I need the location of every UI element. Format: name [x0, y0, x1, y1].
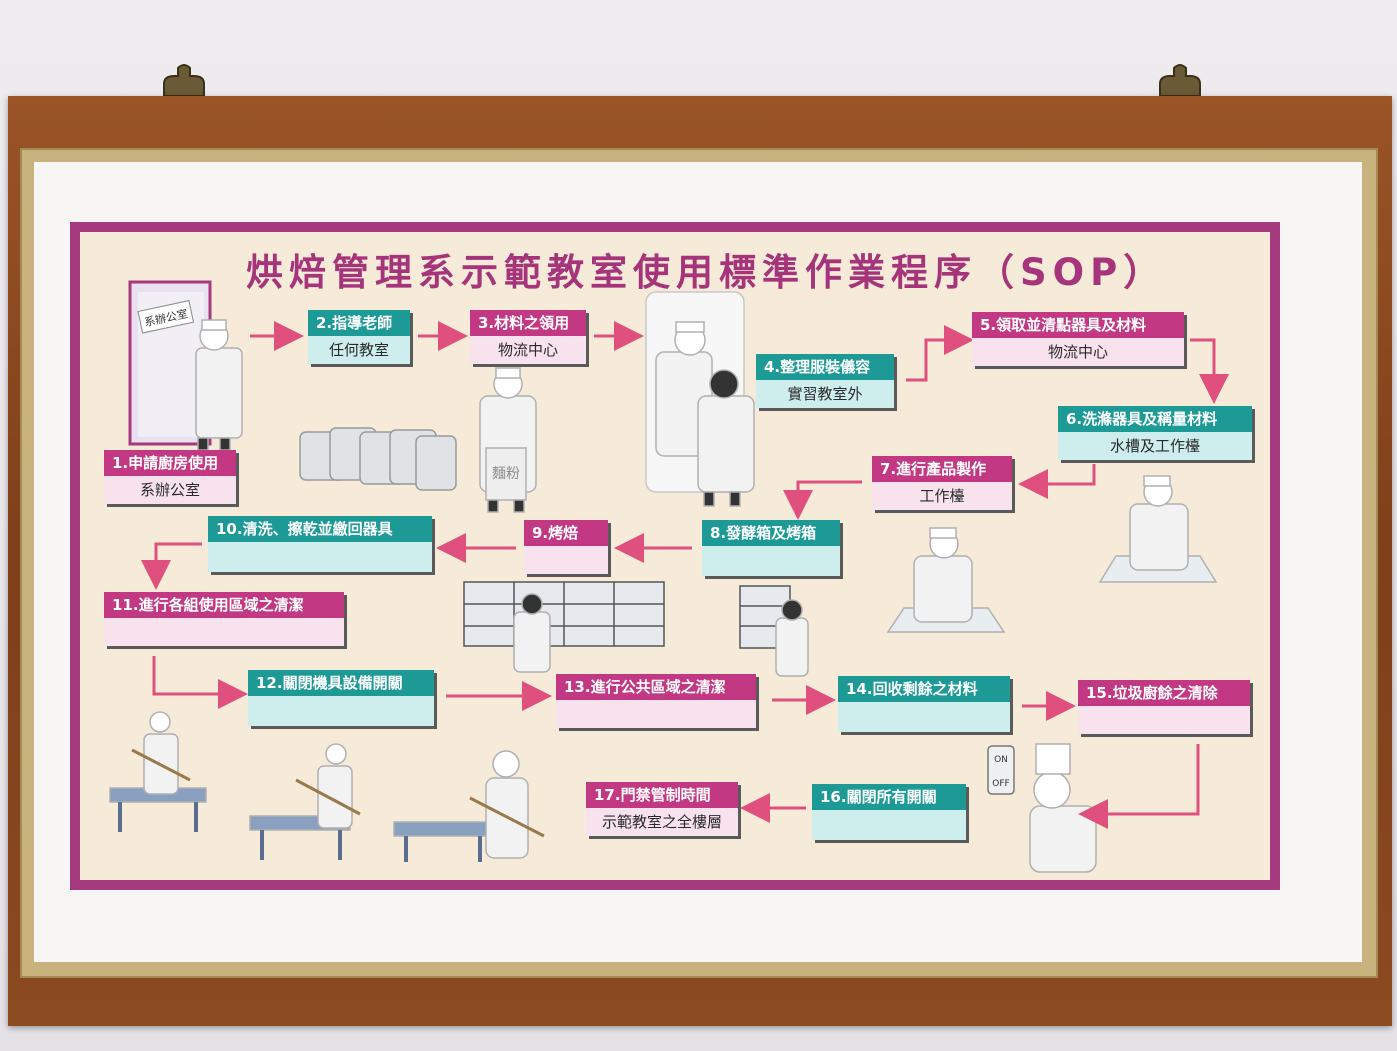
step-6-box: 6.洗滌器具及稱量材料 水槽及工作檯: [1058, 406, 1252, 460]
step-16-place: [812, 810, 966, 840]
step-14-label: 14.回收剩餘之材料: [838, 676, 1010, 702]
step-11-place: [104, 618, 344, 646]
step-10-box: 10.清洗、擦乾並繳回器具: [208, 516, 432, 572]
step-13-label: 13.進行公共區域之清潔: [556, 674, 756, 700]
step-7-place: 工作檯: [872, 482, 1012, 510]
step-1-label: 1.申請廚房使用: [104, 450, 236, 476]
step-14-place: [838, 702, 1010, 732]
step-6-label: 6.洗滌器具及稱量材料: [1058, 406, 1252, 432]
step-12-label: 12.關閉機具設備開關: [248, 670, 434, 696]
step-6-place: 水槽及工作檯: [1058, 432, 1252, 460]
step-9-box: 9.烤焙: [524, 520, 608, 574]
step-4-label: 4.整理服裝儀容: [756, 354, 894, 380]
step-15-place: [1078, 706, 1250, 734]
flow-arrows: [141, 321, 1229, 829]
step-5-box: 5.領取並清點器具及材料 物流中心: [972, 312, 1184, 366]
step-9-label: 9.烤焙: [524, 520, 608, 546]
step-10-place: [208, 542, 432, 572]
step-17-box: 17.門禁管制時間 示範教室之全樓層: [586, 782, 738, 836]
step-16-label: 16.關閉所有開關: [812, 784, 966, 810]
step-15-label: 15.垃圾廚餘之清除: [1078, 680, 1250, 706]
step-17-place: 示範教室之全樓層: [586, 808, 738, 836]
switch-on-label: ON: [994, 755, 1008, 765]
step-3-label: 3.材料之領用: [470, 310, 586, 336]
step-2-label: 2.指導老師: [308, 310, 410, 336]
step-7-label: 7.進行產品製作: [872, 456, 1012, 482]
step-12-place: [248, 696, 434, 726]
step-9-place: [524, 546, 608, 574]
step-4-place: 實習教室外: [756, 380, 894, 408]
step-3-place: 物流中心: [470, 336, 586, 364]
step-1-box: 1.申請廚房使用 系辦公室: [104, 450, 236, 504]
step-12-box: 12.關閉機具設備開關: [248, 670, 434, 726]
step-14-box: 14.回收剩餘之材料: [838, 676, 1010, 732]
step-11-box: 11.進行各組使用區域之清潔: [104, 592, 344, 646]
step-8-box: 8.發酵箱及烤箱: [702, 520, 840, 576]
step-16-box: 16.關閉所有開關: [812, 784, 966, 840]
step-2-place: 任何教室: [308, 336, 410, 364]
step-3-box: 3.材料之領用 物流中心: [470, 310, 586, 364]
apron-text: 麵粉: [492, 466, 520, 482]
switch-off-label: OFF: [992, 779, 1009, 789]
chef-figures: 麵粉: [109, 291, 1218, 873]
step-10-label: 10.清洗、擦乾並繳回器具: [208, 516, 432, 542]
left-hanger-hook: [163, 64, 205, 97]
step-2-box: 2.指導老師 任何教室: [308, 310, 410, 364]
step-8-place: [702, 546, 840, 576]
step-5-label: 5.領取並清點器具及材料: [972, 312, 1184, 338]
step-1-place: 系辦公室: [104, 476, 236, 504]
step-8-label: 8.發酵箱及烤箱: [702, 520, 840, 546]
step-17-label: 17.門禁管制時間: [586, 782, 738, 808]
step-13-place: [556, 700, 756, 728]
step-13-box: 13.進行公共區域之清潔: [556, 674, 756, 728]
poster-title: 烘焙管理系示範教室使用標準作業程序（SOP）: [246, 251, 1167, 294]
right-hanger-hook: [1159, 64, 1201, 97]
step-15-box: 15.垃圾廚餘之清除: [1078, 680, 1250, 734]
step-11-label: 11.進行各組使用區域之清潔: [104, 592, 344, 618]
step-4-box: 4.整理服裝儀容 實習教室外: [756, 354, 894, 408]
step-5-place: 物流中心: [972, 338, 1184, 366]
step-7-box: 7.進行產品製作 工作檯: [872, 456, 1012, 510]
